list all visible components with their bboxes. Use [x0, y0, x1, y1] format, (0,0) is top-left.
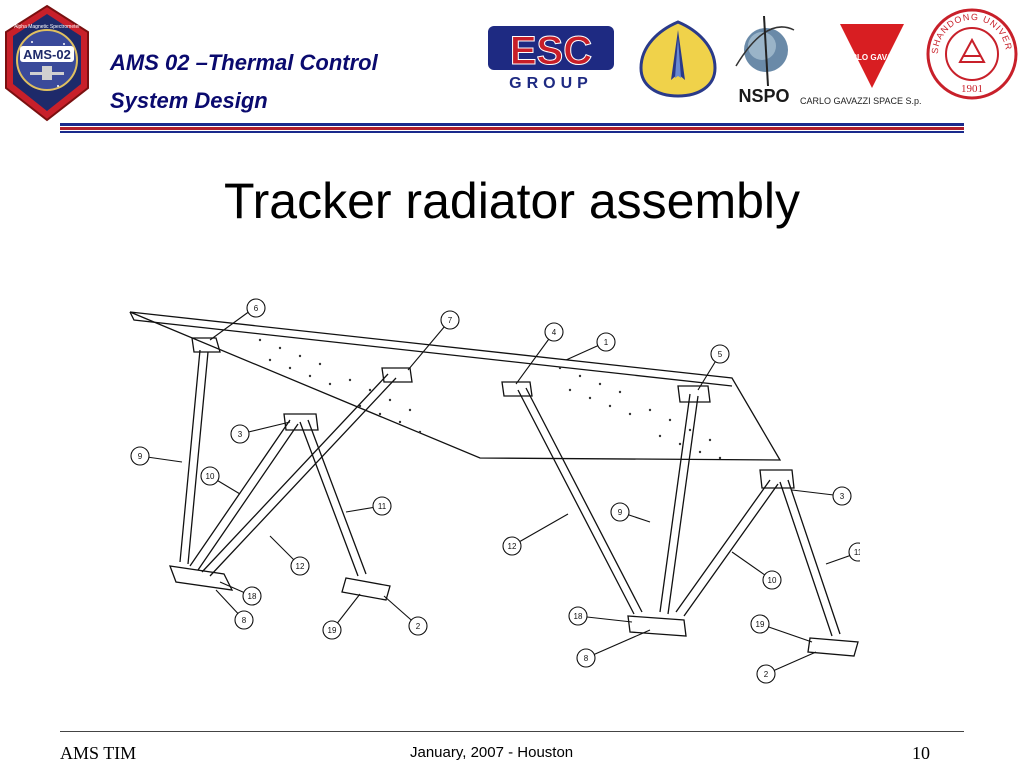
callout-label: 9 — [138, 452, 143, 461]
ams-patch-ring-text: Alpha Magnetic Spectrometer — [14, 24, 80, 30]
footer-page-number: 10 — [912, 743, 930, 763]
esc-logo-text: ESC — [510, 29, 592, 73]
header-title-line2: System Design — [110, 88, 268, 113]
callout-label: 3 — [238, 430, 243, 439]
callout-label: 2 — [764, 670, 769, 679]
radiator-panel-dot-pattern — [258, 338, 722, 460]
ams-patch-text: AMS-02 — [23, 47, 71, 62]
left-foot-mount — [169, 565, 234, 591]
shandong-university-seal: SHANDONG UNIVERSITY 1901 — [924, 6, 1018, 100]
footer-date-location: January, 2007 - Houston — [410, 744, 574, 761]
callout-label: 2 — [416, 622, 421, 631]
callout-label: 8 — [242, 616, 247, 625]
callout-label: 4 — [552, 328, 557, 337]
carlo-gavazzi-logo: CARLO GAVAZZI CARLO GAVAZZI SPACE S.p. — [800, 24, 922, 106]
nspo-text: NSPO — [738, 86, 789, 106]
tracker-radiator-drawing: 6 7 4 1 5 3 9 10 11 12 18 8 19 2 12 9 18… — [129, 298, 860, 684]
rocket-shield-logo — [639, 20, 717, 98]
callout-label: 12 — [296, 562, 305, 571]
callout-label: 19 — [756, 620, 765, 629]
right-foot-mount-2 — [807, 637, 859, 657]
callout-label: 6 — [254, 304, 259, 313]
callout-label: 7 — [448, 316, 453, 325]
callout-label: 18 — [574, 612, 583, 621]
right-foot-mount — [627, 615, 687, 637]
radiator-panel-outline — [129, 311, 782, 461]
callout-label: 10 — [206, 472, 215, 481]
callout-label: 11 — [378, 502, 387, 511]
right-strut-11 — [779, 479, 841, 637]
ams-02-patch-logo: AMS-02 Alpha Magnetic Spectrometer — [5, 4, 89, 122]
header-rule-blue-bottom — [60, 131, 964, 133]
callout-label: 11 — [854, 548, 860, 557]
left-strut-9 — [179, 349, 209, 565]
callout-label: 5 — [718, 350, 723, 359]
shandong-year: 1901 — [961, 83, 983, 95]
carlo-gavazzi-text: CARLO GAVAZZI — [840, 53, 905, 62]
left-foot-mount-2 — [341, 577, 391, 601]
callout-label: 3 — [840, 492, 845, 501]
slide-title: Tracker radiator assembly — [223, 173, 801, 229]
callout-label: 12 — [508, 542, 517, 551]
callout-label: 8 — [584, 654, 589, 663]
callout-label: 19 — [328, 626, 337, 635]
callout-label: 1 — [604, 338, 609, 347]
header-rule-red — [60, 127, 964, 130]
footer-event-label: AMS TIM — [60, 743, 137, 763]
right-strut-9 — [659, 393, 699, 615]
callout-label: 10 — [768, 576, 777, 585]
header-title: AMS 02 –Thermal Control System Design — [110, 44, 470, 120]
footer-rule — [60, 731, 964, 732]
carlo-gavazzi-space-text: CARLO GAVAZZI SPACE S.p. — [800, 96, 922, 106]
esc-group-logo: ESC GROUP — [488, 26, 614, 92]
left-strut-11 — [299, 419, 367, 577]
callout-label: 9 — [618, 508, 623, 517]
header-title-line1: AMS 02 –Thermal Control — [110, 50, 378, 75]
callout-labels: 6 7 4 1 5 3 9 10 11 12 18 8 19 2 12 9 18… — [138, 304, 860, 679]
nspo-logo: NSPO — [735, 15, 795, 106]
right-strut-12 — [517, 387, 643, 615]
left-strut-10 — [189, 419, 299, 571]
header-rule-blue-top — [60, 123, 964, 126]
esc-group-text: GROUP — [509, 75, 593, 92]
callout-label: 18 — [248, 592, 257, 601]
left-strut-12 — [201, 373, 397, 577]
right-strut-10 — [675, 479, 779, 617]
